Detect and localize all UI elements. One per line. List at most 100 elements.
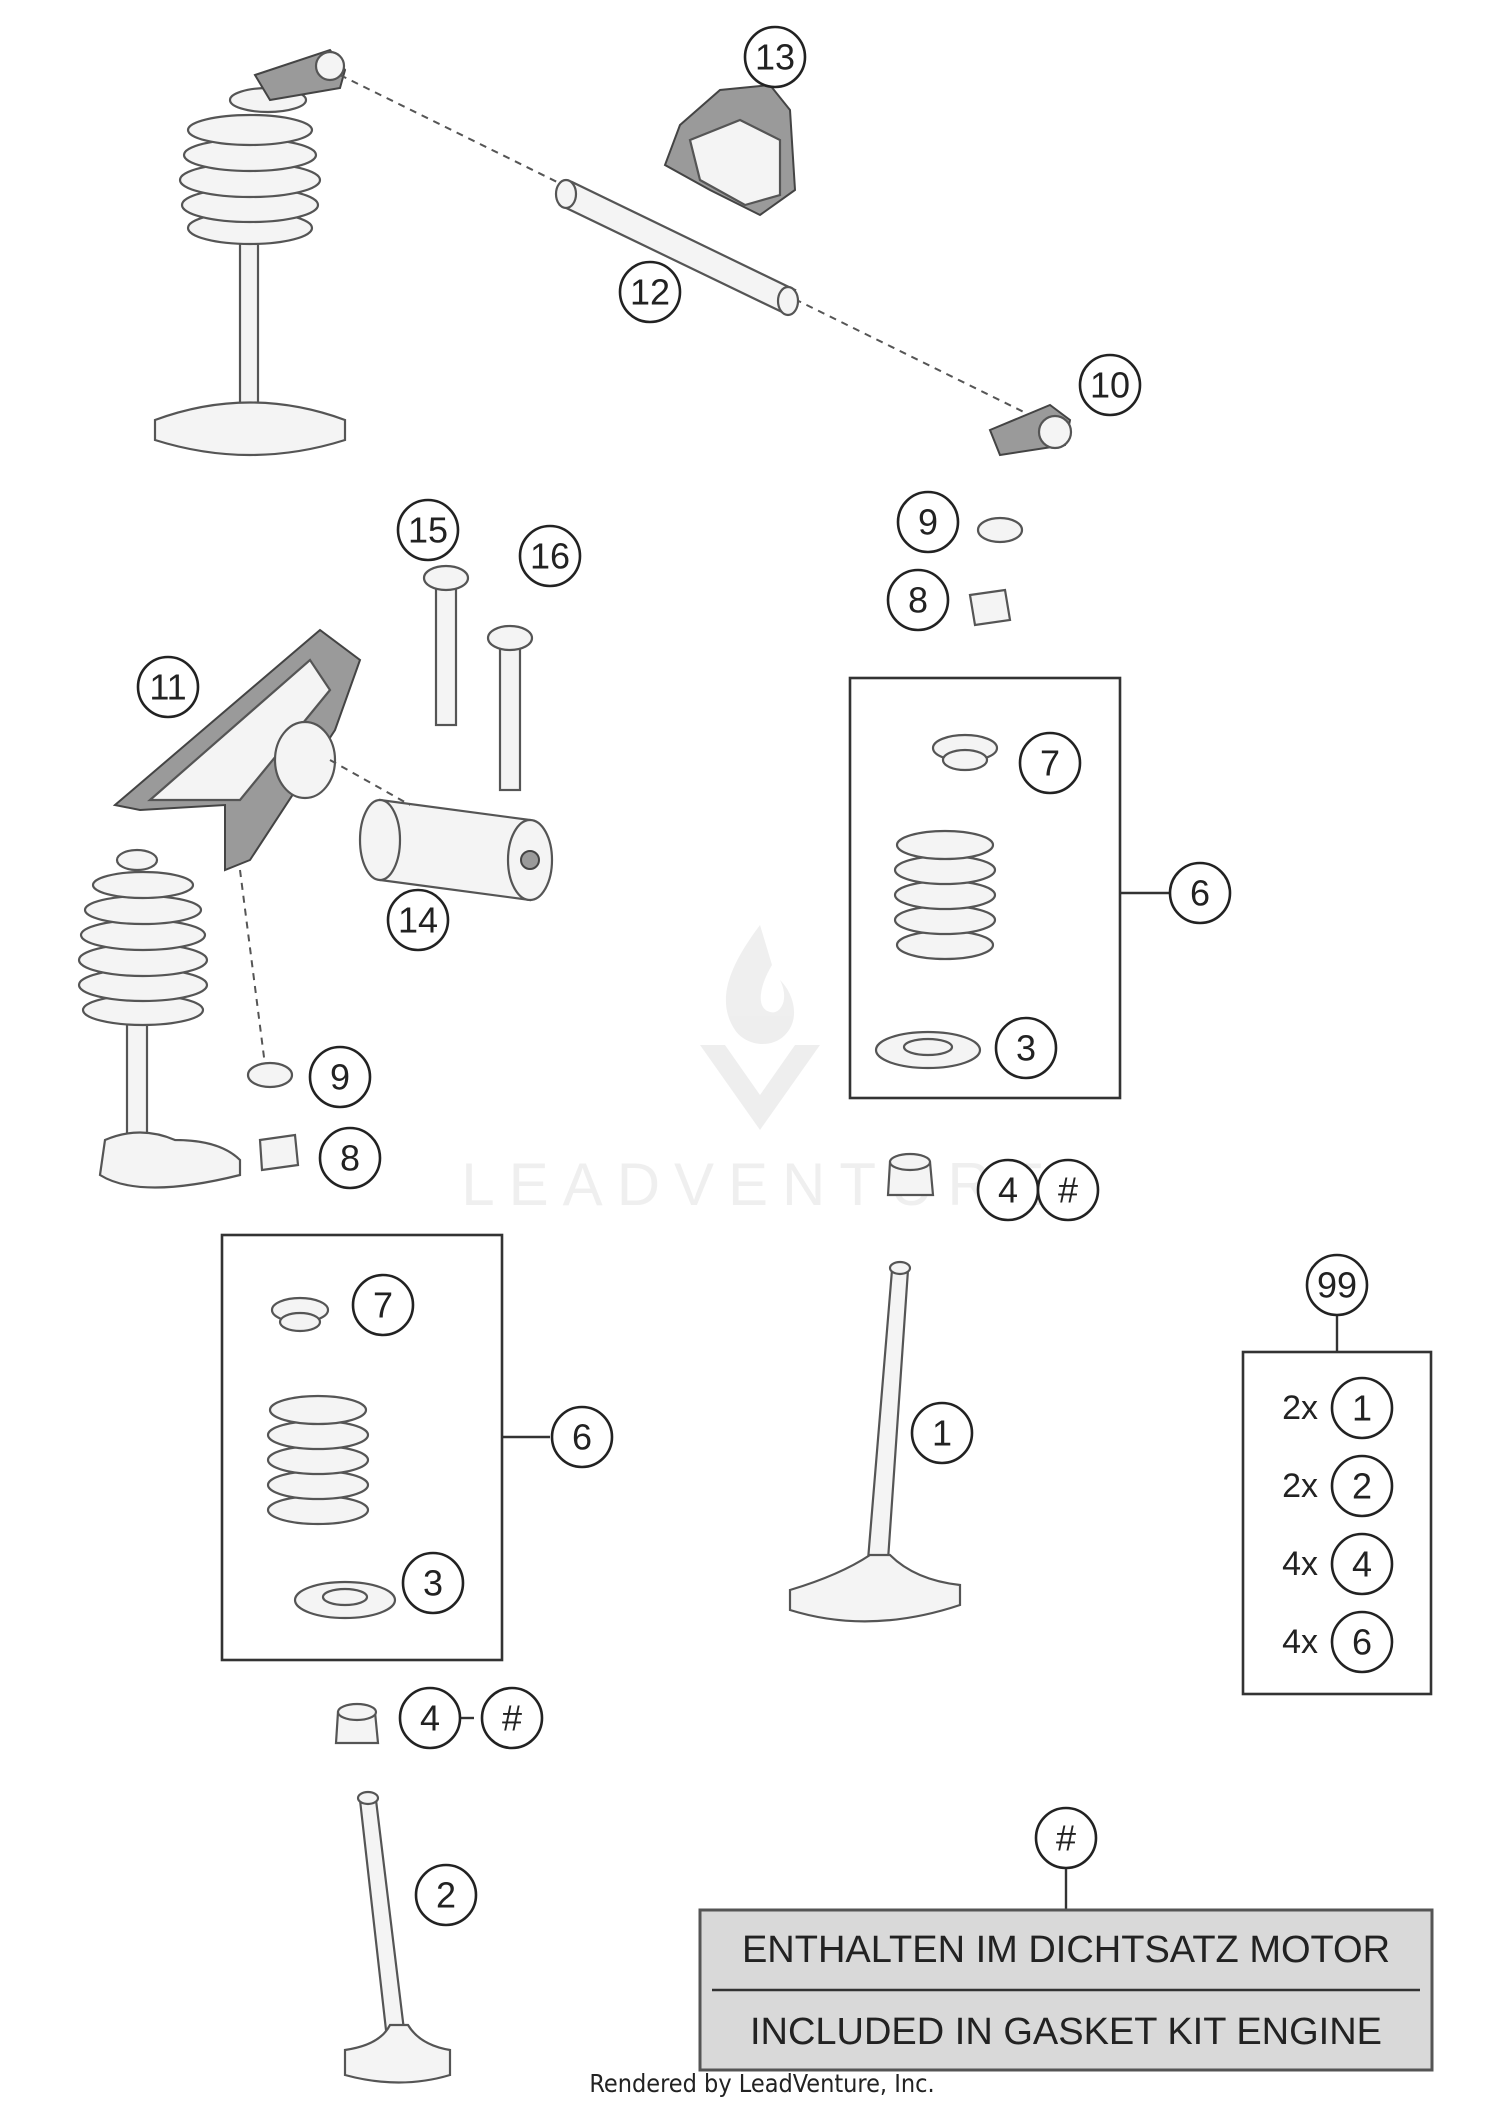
callout-7-right-label: 7 — [1040, 743, 1060, 784]
kit-99-row: 4x 6 — [1282, 1610, 1394, 1674]
top-valve-assembly — [153, 48, 347, 457]
callout-4-right: 4 — [976, 1158, 1040, 1222]
callout-12: 12 — [618, 260, 682, 324]
kit-99-callout-label: 4 — [1352, 1544, 1372, 1585]
kit-99-qty: 2x — [1282, 1467, 1318, 1505]
kit-6-left-box — [220, 1233, 504, 1662]
valve-seal-4-right — [886, 1152, 935, 1197]
left-valve-spring — [77, 870, 209, 1027]
callout-13: 13 — [743, 25, 807, 89]
kit-99-qty: 4x — [1282, 1623, 1318, 1661]
callout-6-left-label: 6 — [572, 1417, 592, 1458]
callout-16: 16 — [518, 524, 582, 588]
callout-hash-note-label: # — [1056, 1818, 1076, 1859]
kit-99-row: 2x 1 — [1282, 1376, 1394, 1440]
kit-6-right-box — [848, 676, 1122, 1100]
callout-99: 99 — [1305, 1253, 1369, 1317]
callout-15-label: 15 — [408, 510, 448, 551]
callout-6-right: 6 — [1168, 861, 1232, 925]
callout-15: 15 — [396, 498, 460, 562]
callout-10-label: 10 — [1090, 365, 1130, 406]
callout-4-left-label: 4 — [420, 1698, 440, 1739]
callout-7-left: 7 — [351, 1273, 415, 1337]
rocker-shaft-14 — [358, 798, 554, 902]
callout-12-label: 12 — [630, 272, 670, 313]
callout-hash-right: # — [1036, 1158, 1100, 1222]
kit-99-callout-label: 6 — [1352, 1622, 1372, 1663]
callout-16-label: 16 — [530, 536, 570, 577]
rocker-shaft-12 — [554, 178, 800, 317]
callout-9-right: 9 — [896, 490, 960, 554]
callout-6-right-label: 6 — [1190, 873, 1210, 914]
spring-retainer-7-left — [270, 1296, 330, 1333]
callout-3-right-label: 3 — [1016, 1028, 1036, 1069]
kit-99-callout: 4 — [1330, 1532, 1394, 1596]
valve-seal-4-left — [334, 1702, 380, 1745]
kit-99-box — [1241, 1350, 1433, 1696]
valve-keeper-8-left — [258, 1133, 300, 1172]
callout-6-left: 6 — [550, 1405, 614, 1469]
callout-10: 10 — [1078, 353, 1142, 417]
callout-9-left: 9 — [308, 1045, 372, 1109]
callout-4-left: 4 — [398, 1686, 462, 1750]
kit-99-qty: 2x — [1282, 1389, 1318, 1427]
kit-99-row: 2x 2 — [1282, 1454, 1394, 1518]
valve-shim-9-left — [246, 1061, 294, 1089]
kit-99-callout: 1 — [1330, 1376, 1394, 1440]
watermark: LEADVENTURE — [461, 925, 1058, 1218]
callout-3-right: 3 — [994, 1016, 1058, 1080]
callout-9-left-label: 9 — [330, 1057, 350, 1098]
callout-hash-right-label: # — [1058, 1170, 1078, 1211]
shaft-14-axis-line — [329, 759, 411, 806]
callout-2-label: 2 — [436, 1875, 456, 1916]
valve-spring-left — [266, 1394, 370, 1526]
callout-3-left: 3 — [401, 1551, 465, 1615]
callout-11-label: 11 — [149, 667, 186, 708]
callout-hash-left: # — [480, 1686, 544, 1750]
rocker-arm-10 — [988, 403, 1073, 457]
spring-retainer-7-right — [931, 733, 999, 772]
callout-hash-note: # — [1034, 1806, 1098, 1870]
exhaust-valve-1 — [788, 1260, 962, 1623]
callout-1-label: 1 — [932, 1413, 952, 1454]
keeper-axis-line — [239, 869, 266, 1066]
callout-14: 14 — [386, 888, 450, 952]
valve-shim-9-right — [976, 516, 1024, 544]
callout-4-right-label: 4 — [998, 1170, 1018, 1211]
callout-1: 1 — [910, 1401, 974, 1465]
valve-spring-right — [893, 829, 997, 961]
spring-seat-3-left — [293, 1580, 397, 1620]
callout-3-left-label: 3 — [423, 1563, 443, 1604]
bolt-15 — [422, 564, 470, 727]
watermark-text: LEADVENTURE — [461, 1151, 1058, 1218]
callout-7-left-label: 7 — [373, 1285, 393, 1326]
callout-13-label: 13 — [755, 37, 795, 78]
callout-8-left-label: 8 — [340, 1138, 360, 1179]
note-line-german: ENTHALTEN IM DICHTSATZ MOTOR — [742, 1929, 1390, 1971]
kit-99-callout-label: 2 — [1352, 1466, 1372, 1507]
kit-99-qty: 4x — [1282, 1545, 1318, 1583]
rocker-arm-11 — [112, 628, 362, 872]
spring-seat-3-right — [874, 1030, 982, 1070]
kit-99-callout-label: 1 — [1352, 1388, 1372, 1429]
part-13-bracket — [663, 83, 797, 217]
kit-99-callout: 6 — [1330, 1610, 1394, 1674]
callout-8-left: 8 — [318, 1126, 382, 1190]
callout-hash-left-label: # — [502, 1698, 522, 1739]
callout-9-right-label: 9 — [918, 502, 938, 543]
callout-7-right: 7 — [1018, 731, 1082, 795]
valve-keeper-8-right — [968, 588, 1012, 627]
callout-99-label: 99 — [1317, 1265, 1357, 1306]
callout-14-label: 14 — [398, 900, 438, 941]
note-line-english: INCLUDED IN GASKET KIT ENGINE — [750, 2011, 1382, 2053]
intake-valve-2 — [343, 1790, 452, 2084]
callout-2: 2 — [414, 1863, 478, 1927]
callout-8-right: 8 — [886, 568, 950, 632]
watermark-flame-icon — [725, 925, 795, 1045]
bolt-16 — [486, 624, 534, 792]
footer-credit: Rendered by LeadVenture, Inc. — [589, 2069, 934, 2098]
callout-8-right-label: 8 — [908, 580, 928, 621]
kit-99-row: 4x 4 — [1282, 1532, 1394, 1596]
left-valve-assembly — [77, 848, 242, 1189]
